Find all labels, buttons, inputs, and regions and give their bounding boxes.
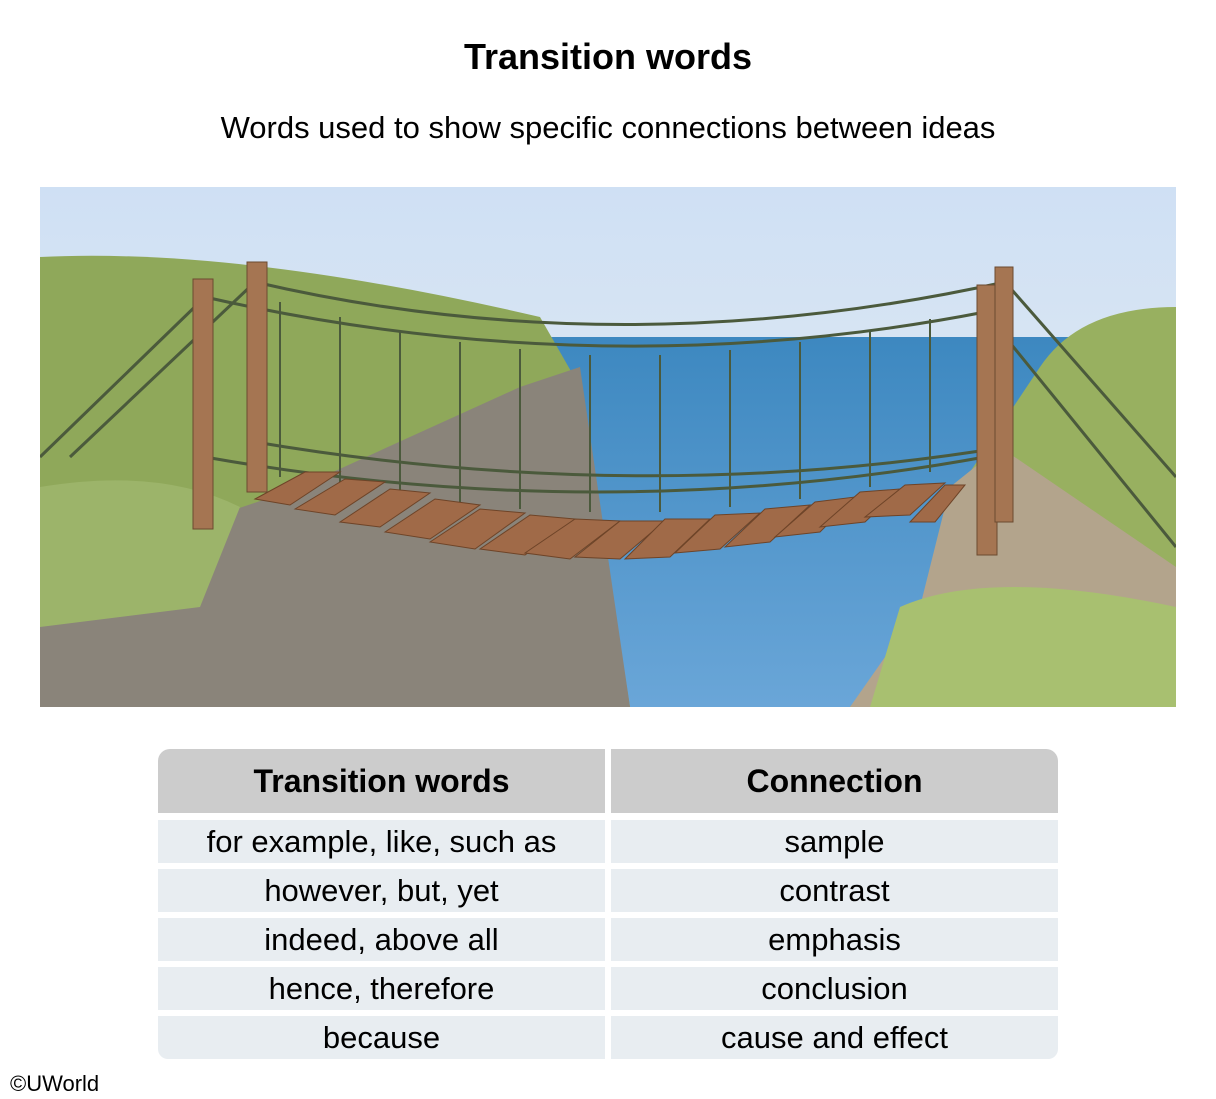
transition-words-cell: because [158,1010,611,1059]
bridge-posts [192,261,1014,556]
table-row: indeed, above all emphasis [158,912,1058,961]
page-title: Transition words [463,36,753,77]
connection-cell: cause and effect [611,1010,1058,1059]
subtitle: Words used to show specific connections … [220,110,996,145]
transition-words-cell: for example, like, such as [158,813,611,863]
transition-words-cell: hence, therefore [158,961,611,1010]
column-header-connection: Connection [611,749,1058,813]
transition-words-table: Transition words Connection for example,… [158,749,1058,1059]
copyright: ©UWorld [10,1071,100,1096]
bridge-suspenders [279,302,931,512]
connection-cell: contrast [611,863,1058,912]
table-row: hence, therefore conclusion [158,961,1058,1010]
transition-words-cell: however, but, yet [158,863,611,912]
table-row: because cause and effect [158,1010,1058,1059]
column-header-transition-words: Transition words [158,749,611,813]
bridge-planks [253,471,967,560]
table-row: for example, like, such as sample [158,813,1058,863]
rope-bridge-illustration [40,187,1176,707]
table-header-row: Transition words Connection [158,749,1058,813]
table-row: however, but, yet contrast [158,863,1058,912]
transition-words-cell: indeed, above all [158,912,611,961]
connection-cell: emphasis [611,912,1058,961]
connection-cell: conclusion [611,961,1058,1010]
bridge-ropes [40,280,1176,548]
connection-cell: sample [611,813,1058,863]
left-cliff-rock [40,367,630,707]
